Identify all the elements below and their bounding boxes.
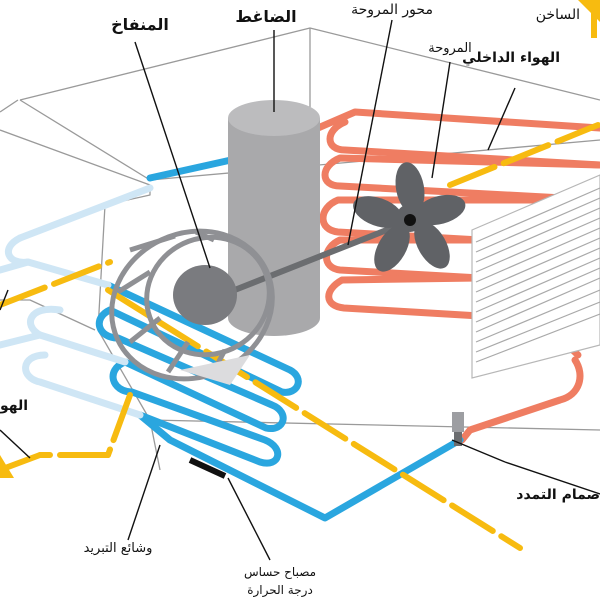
label-hot-air: الساخن (536, 7, 580, 23)
fan-hub (404, 214, 416, 226)
fan-shaft (219, 217, 415, 298)
label-temp-sensor-line2: درجة الحرارة (247, 583, 313, 598)
label-expansion-valve: صمام التمدد (516, 487, 600, 503)
cold-air-arrowhead (0, 455, 14, 478)
leader-lines (0, 19, 600, 561)
label-indoor-air: الهواء الداخلي (462, 50, 560, 66)
label-blower: المنفاخ (111, 15, 169, 34)
condenser-grille (471, 174, 600, 379)
blower-base (180, 355, 250, 385)
temperature-sensor-bulb (188, 457, 227, 479)
label-cold-air-partial: الهو (0, 398, 28, 414)
label-fan: المروحة (428, 41, 472, 56)
blower-hub (173, 265, 237, 325)
fan-propeller (353, 162, 466, 272)
label-temp-sensor-line1: مصباح حساس (244, 565, 316, 580)
cold-refrigerant-coils (95, 154, 464, 522)
hot-refrigerant-coils (314, 108, 600, 444)
label-cooling-coils: وشائع التبريد (84, 541, 153, 556)
expansion-valve (452, 412, 464, 446)
label-fan-shaft: محور المروحة (351, 2, 433, 18)
label-compressor: الضاغط (235, 7, 296, 26)
faded-refrigerant-coils (0, 184, 154, 419)
